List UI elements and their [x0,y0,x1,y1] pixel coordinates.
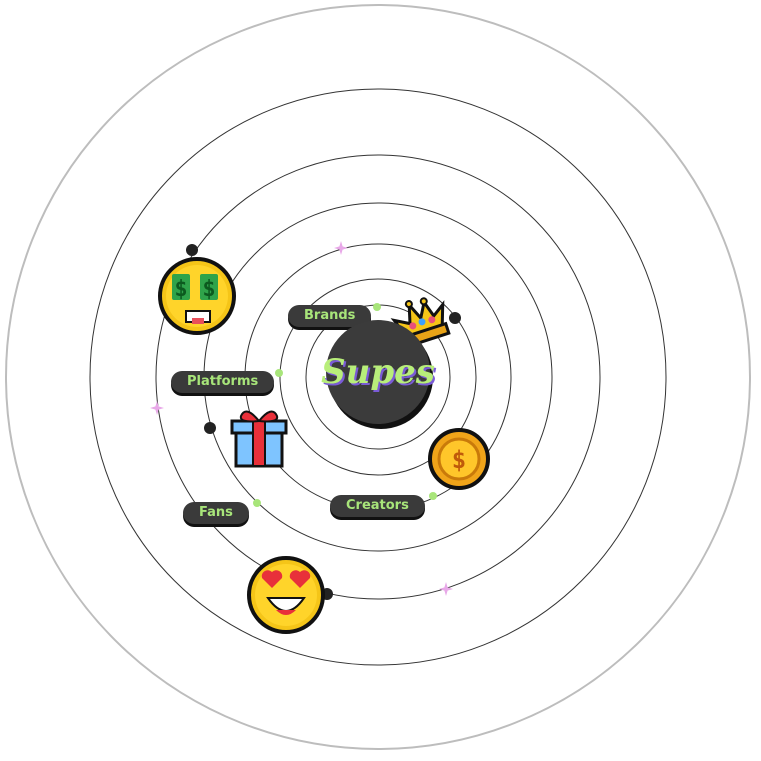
gift-box-icon [230,410,288,468]
ring-outer [5,4,751,750]
node-label-creators[interactable]: Creators [330,495,425,517]
ring-6 [89,88,667,666]
svg-text:$: $ [174,277,187,302]
orbit-dot [186,244,198,256]
node-label-brands[interactable]: Brands [288,305,372,327]
center-node: Supes [321,320,435,424]
money-eyes-emoji-icon: $ $ [158,257,236,335]
sparkle-icon [334,241,348,255]
ring-2 [279,278,477,476]
center-label: Supes [321,352,435,392]
orbit-dot [204,422,216,434]
sparkle-icon [439,582,453,596]
heart-eyes-emoji-icon [247,556,325,634]
sparkle-icon [150,401,164,415]
node-label-fans[interactable]: Fans [183,502,249,524]
node-dot-brands [373,303,381,311]
svg-text:$: $ [452,446,466,474]
svg-text:$: $ [202,277,215,302]
dollar-coin-icon: $ [428,428,490,490]
node-dot-creators [429,492,437,500]
node-label-platforms[interactable]: Platforms [171,371,275,393]
ring-5 [155,154,601,600]
orbit-dot [449,312,461,324]
node-dot-platforms [275,369,283,377]
node-dot-fans [253,499,261,507]
